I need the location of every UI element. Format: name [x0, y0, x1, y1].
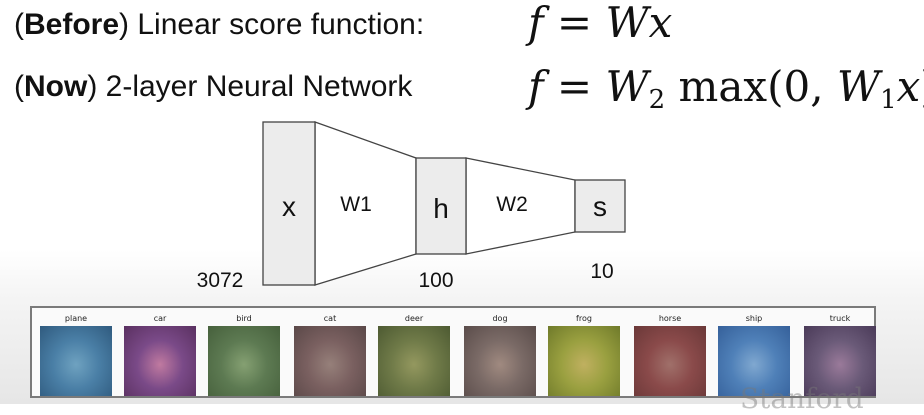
template-image: [124, 326, 196, 396]
template-1: car: [124, 314, 196, 396]
output-size: 10: [590, 260, 613, 283]
template-image: [40, 326, 112, 396]
template-image: [634, 326, 706, 396]
nn-equation: f = W2 max(0, W1x): [528, 62, 924, 115]
template-image: [294, 326, 366, 396]
template-label: dog: [492, 314, 508, 323]
template-0: plane: [40, 314, 112, 396]
template-label: bird: [236, 314, 252, 323]
template-9: truck: [804, 314, 876, 396]
template-label: horse: [658, 314, 682, 323]
template-image: [548, 326, 620, 396]
template-8: ship: [718, 314, 790, 396]
hidden-layer-box: [415, 157, 467, 255]
template-4: deer: [378, 314, 450, 396]
linear-equation: f = Wx: [528, 0, 673, 47]
template-image: [378, 326, 450, 396]
template-label: car: [153, 314, 167, 323]
before-text: ) Linear score function:: [119, 8, 425, 41]
template-5: dog: [464, 314, 536, 396]
template-3: cat: [294, 314, 366, 396]
before-paren: (: [14, 8, 24, 41]
template-7: horse: [634, 314, 706, 396]
now-paren: (: [14, 70, 24, 103]
template-image: [718, 326, 790, 396]
template-label: truck: [829, 314, 851, 323]
template-label: cat: [323, 314, 337, 323]
template-label: plane: [64, 314, 88, 323]
output-label: s: [593, 191, 607, 222]
template-image: [804, 326, 876, 396]
now-keyword: Now: [24, 70, 88, 103]
input-layer-box: [262, 121, 316, 286]
hidden-size: 100: [418, 269, 453, 292]
w2-label: W2: [496, 193, 528, 216]
template-label: deer: [404, 314, 424, 323]
now-line: (Now) 2-layer Neural Network: [14, 70, 412, 104]
template-2: bird: [208, 314, 280, 396]
output-layer-box: [574, 179, 626, 233]
template-label: ship: [745, 314, 763, 323]
template-6: frog: [548, 314, 620, 396]
network-diagram: x W1 h W2 s 3072 100 10: [197, 121, 626, 292]
now-text: ) 2-layer Neural Network: [87, 70, 413, 103]
input-size: 3072: [197, 269, 244, 292]
watermark: Stanford: [740, 382, 864, 415]
template-label: frog: [576, 314, 592, 323]
before-keyword: Before: [24, 8, 120, 41]
template-image: [208, 326, 280, 396]
w1-label: W1: [340, 193, 372, 216]
hidden-label: h: [433, 193, 449, 224]
class-templates-strip: plane car bird cat deer dog frog horse ship truck: [30, 306, 876, 398]
input-label: x: [282, 191, 296, 222]
before-line: (Before) Linear score function:: [14, 8, 424, 42]
template-image: [464, 326, 536, 396]
